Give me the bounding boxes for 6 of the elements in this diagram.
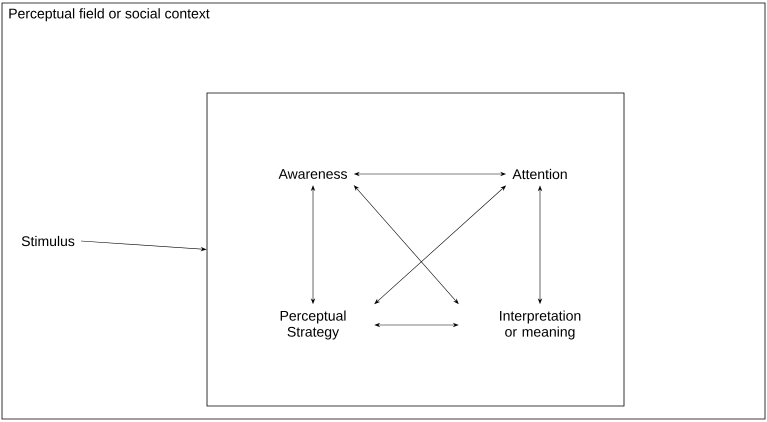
concept-label: Stimulus <box>22 236 74 246</box>
inner-box <box>206 92 624 406</box>
concept-label: Perceptual Strategy <box>280 310 346 340</box>
concept-label: Interpretation or meaning <box>500 310 580 340</box>
concept-label: Attention <box>512 168 567 180</box>
concept-label: Awareness <box>278 169 347 179</box>
